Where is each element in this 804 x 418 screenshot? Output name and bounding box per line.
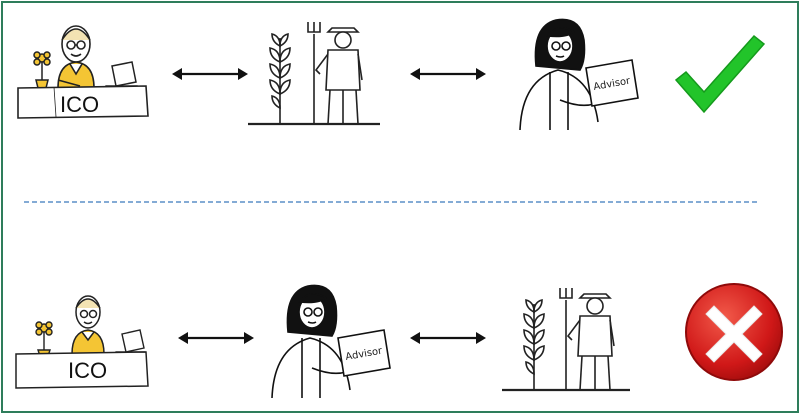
advisor-person-icon: [519, 18, 599, 131]
ico-person-icon: [57, 25, 95, 89]
pitchfork-icon: [559, 288, 573, 390]
pitchfork-icon: [307, 22, 321, 124]
double-arrow-icon: [172, 68, 248, 80]
wheat-icon: [269, 32, 291, 124]
farmer-figure-bottom: [502, 288, 630, 392]
double-arrow-icon: [410, 68, 486, 80]
farmer-person-icon: [314, 27, 363, 125]
advisor-person-icon: [271, 284, 351, 399]
farmer-figure-top: [248, 22, 380, 126]
ico-desk-figure-top: ICO: [17, 25, 149, 119]
laptop-icon: [337, 329, 391, 377]
advisor-figure-top: Advisor: [519, 18, 639, 131]
double-arrow-icon: [410, 332, 486, 344]
ico-desk-figure-bottom: ICO: [15, 295, 149, 389]
dashed-divider: [24, 201, 758, 203]
double-arrow-icon: [178, 332, 254, 344]
wheat-icon: [523, 298, 545, 390]
green-check-icon: [674, 34, 766, 114]
ico-label: ICO: [68, 358, 107, 383]
desk-icon: [17, 85, 149, 119]
flower-icon: [35, 321, 53, 357]
ico-label: ICO: [60, 92, 99, 117]
laptop-icon: [585, 59, 639, 107]
flower-icon: [33, 51, 51, 89]
advisor-figure-bottom: Advisor: [271, 284, 391, 399]
farmer-person-icon: [566, 293, 615, 391]
desk-icon: [15, 351, 149, 389]
red-x-icon: [685, 283, 783, 381]
ico-person-icon: [71, 295, 105, 355]
